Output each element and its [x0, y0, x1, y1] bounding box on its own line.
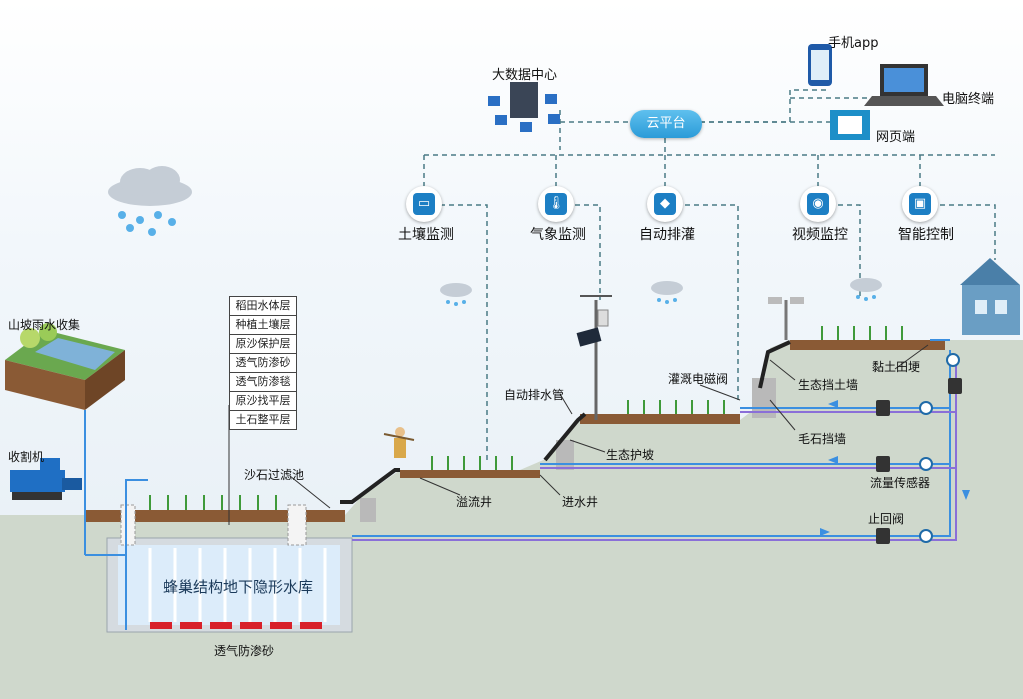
camera-icon: ◉	[807, 193, 829, 215]
soil-icon: ▭	[413, 193, 435, 215]
inlet-well-label: 进水井	[562, 495, 599, 509]
node-video-label: 视频监控	[792, 227, 848, 243]
phone-app-label: 手机app	[828, 36, 879, 51]
flow-meter-3	[919, 529, 933, 543]
big-data-center-label: 大数据中心	[492, 68, 558, 83]
node-video: ◉	[800, 186, 836, 222]
laptop-device	[864, 64, 944, 106]
reservoir-label: 蜂巢结构地下隐形水库	[163, 578, 314, 596]
layer-item: 透气防渗砂	[229, 353, 297, 372]
eco-slope-label: 生态护坡	[606, 448, 655, 462]
layer-item: 土石整平层	[229, 410, 297, 430]
layer-item: 透气防渗毯	[229, 372, 297, 391]
clay-ridge-label: 黏土田埂	[872, 360, 921, 374]
filter-column-right	[287, 504, 307, 546]
terrace-2-soil	[400, 470, 540, 478]
flow-meter-2	[919, 457, 933, 471]
thermometer-icon: 🌡	[545, 193, 567, 215]
check-valve-label: 止回阀	[868, 512, 905, 526]
control-icon: ▣	[909, 193, 931, 215]
pump-2	[876, 456, 890, 472]
terrace-1-soil	[85, 510, 345, 522]
layer-item: 种植土壤层	[229, 315, 297, 334]
web-terminal-label: 网页端	[876, 130, 916, 145]
layer-item: 原沙保护层	[229, 334, 297, 353]
harvester-machine	[10, 458, 82, 500]
node-irrigation-label: 自动排灌	[639, 227, 695, 243]
control-house	[960, 258, 1020, 335]
harvester-label: 收割机	[8, 450, 45, 464]
node-control-label: 智能控制	[898, 227, 954, 243]
node-weather: 🌡	[538, 186, 574, 222]
crop-row-3	[627, 400, 725, 414]
big-data-servers	[488, 82, 560, 132]
rain-cloud-small-2	[651, 281, 683, 304]
hillside-catchment	[5, 323, 125, 410]
pump-3	[876, 528, 890, 544]
eco-wall-label: 生态挡土墙	[798, 378, 859, 392]
node-weather-label: 气象监测	[530, 227, 586, 243]
flow-meter-1	[919, 401, 933, 415]
hill-rain-label: 山坡雨水收集	[8, 318, 81, 332]
bottom-sand-label: 透气防渗砂	[214, 644, 275, 658]
layer-item: 稻田水体层	[229, 296, 297, 315]
rain-cloud-small-3	[850, 278, 882, 301]
crop-row-2	[431, 456, 513, 470]
camera-pole	[768, 297, 804, 340]
web-device	[830, 110, 870, 140]
rubble-wall-2	[556, 440, 574, 470]
node-control: ▣	[902, 186, 938, 222]
auto-drain-pipe-label: 自动排水管	[504, 388, 565, 402]
reservoir-water	[118, 545, 340, 625]
cloud-platform: 云平台	[630, 110, 702, 138]
farmer-figure	[383, 427, 415, 458]
irrigation-valve-label: 灌溉电磁阀	[668, 372, 729, 386]
layer-item: 原沙找平层	[229, 391, 297, 410]
crop-row-1	[149, 495, 277, 510]
rubble-wall-label: 毛石挡墙	[798, 432, 847, 446]
rubble-wall-1	[360, 498, 376, 522]
node-soil-label: 土壤监测	[398, 227, 454, 243]
filter-column-left	[120, 504, 136, 546]
pump-4	[948, 378, 962, 394]
flow-sensor-label: 流量传感器	[870, 476, 931, 490]
flow-meter-4	[946, 353, 960, 367]
irrigation-icon: ◆	[654, 193, 676, 215]
node-irrigation: ◆	[647, 186, 683, 222]
terrace-3-soil	[580, 414, 740, 424]
layer-legend: 稻田水体层 种植土壤层 原沙保护层 透气防渗砂 透气防渗毯 原沙找平层 土石整平…	[229, 296, 297, 430]
pipe-main-1	[85, 479, 148, 556]
pump-1	[876, 400, 890, 416]
overflow-well-label: 溢流井	[456, 495, 493, 509]
phone-device	[808, 44, 832, 86]
pc-terminal-label: 电脑终端	[942, 92, 995, 107]
rain-cloud-large	[108, 166, 192, 236]
sand-filter-label: 沙石过滤池	[244, 468, 305, 482]
rain-cloud-small-1	[440, 283, 472, 306]
weather-station	[576, 295, 612, 420]
terrace-4-soil	[790, 340, 945, 350]
node-soil: ▭	[406, 186, 442, 222]
crop-row-4	[821, 326, 903, 340]
